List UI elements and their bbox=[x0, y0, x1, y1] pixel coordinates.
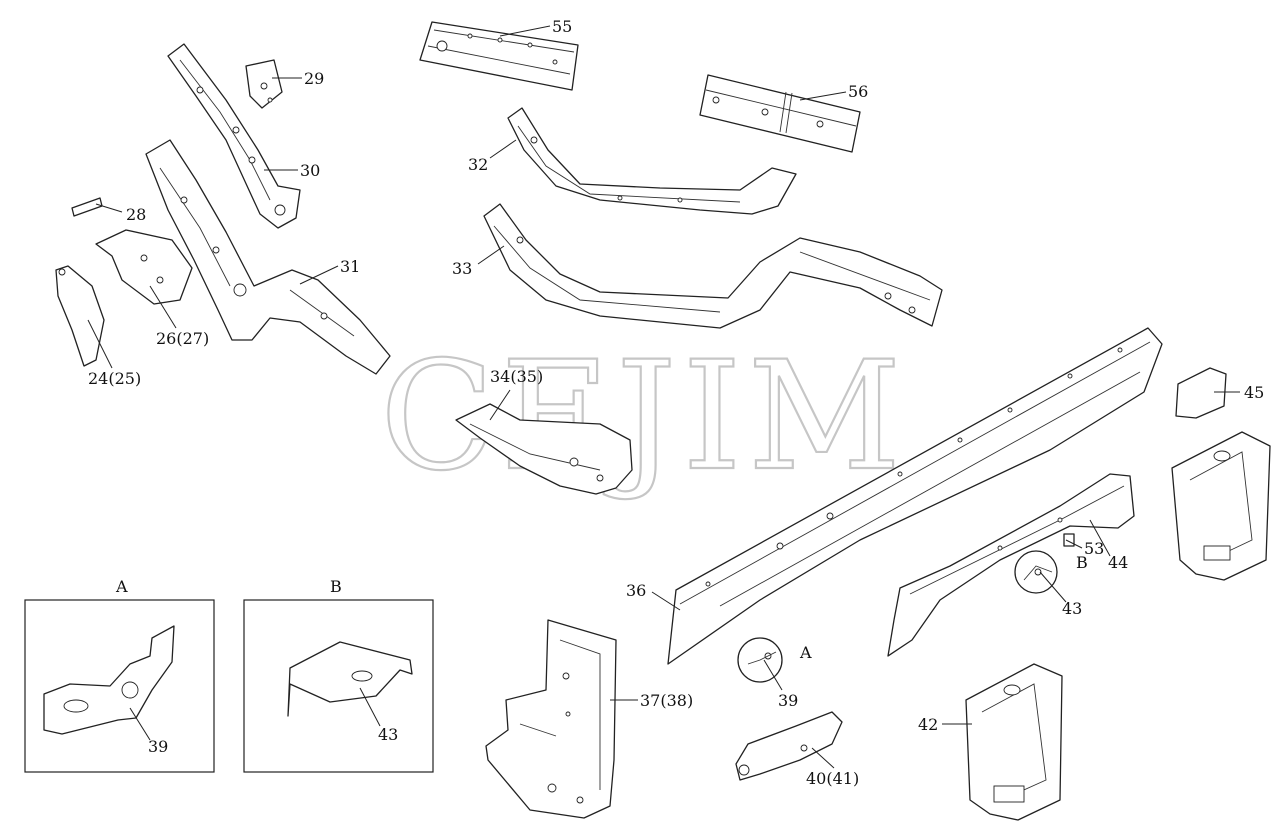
part-24-25 bbox=[55, 265, 105, 367]
part-26-27 bbox=[95, 229, 193, 305]
part-30 bbox=[167, 43, 301, 229]
detail-box-b bbox=[243, 599, 434, 773]
part-55 bbox=[419, 21, 579, 91]
callout-36: 36 bbox=[626, 581, 646, 600]
part-36 bbox=[667, 327, 1163, 665]
part-34-35 bbox=[455, 403, 633, 495]
callout-39: 39 bbox=[778, 691, 798, 710]
part-33 bbox=[483, 203, 943, 329]
detail-box-a bbox=[24, 599, 215, 773]
detail-b-title: B bbox=[330, 577, 342, 596]
part-45 bbox=[1175, 367, 1227, 419]
callout-56: 56 bbox=[848, 82, 868, 101]
callout-a-marker: A bbox=[799, 643, 812, 662]
leader-lines bbox=[87, 25, 1240, 769]
callout-33: 33 bbox=[452, 259, 472, 278]
part-40-41 bbox=[735, 711, 843, 781]
callout-28: 28 bbox=[126, 205, 146, 224]
callout-42: 42 bbox=[918, 715, 938, 734]
detail-view-a bbox=[24, 599, 215, 773]
callout-31: 31 bbox=[340, 257, 360, 276]
callout-26-27: 26(27) bbox=[156, 329, 209, 348]
callout-37-38: 37(38) bbox=[640, 691, 693, 710]
detail-a-title: A bbox=[115, 577, 128, 596]
detail-view-b bbox=[243, 599, 434, 773]
callout-53: 53 bbox=[1084, 539, 1104, 558]
callout-55: 55 bbox=[552, 17, 572, 36]
watermark-text: CEJIM bbox=[380, 330, 907, 504]
part-42 bbox=[965, 663, 1063, 821]
callout-43: 43 bbox=[1062, 599, 1082, 618]
callout-34-35: 34(35) bbox=[490, 367, 543, 386]
detail-b-part: 43 bbox=[378, 725, 398, 744]
detail-a-part: 39 bbox=[148, 737, 168, 756]
part-31 bbox=[145, 139, 391, 375]
part-28 bbox=[71, 197, 103, 217]
callout-32: 32 bbox=[468, 155, 488, 174]
callout-labels: 55 56 29 30 28 32 33 31 26(27) 24(25) 34… bbox=[88, 17, 1264, 788]
callout-45: 45 bbox=[1244, 383, 1264, 402]
callout-24-25: 24(25) bbox=[88, 369, 141, 388]
part-32 bbox=[507, 107, 797, 215]
part-53 bbox=[1063, 533, 1075, 547]
callout-b-marker: B bbox=[1076, 553, 1088, 572]
part-56 bbox=[699, 74, 861, 153]
part-42-upper bbox=[1171, 431, 1271, 581]
part-39 bbox=[737, 637, 783, 683]
part-43 bbox=[1014, 550, 1058, 594]
part-37-38 bbox=[485, 619, 617, 819]
callout-44: 44 bbox=[1108, 553, 1128, 572]
callout-30: 30 bbox=[300, 161, 320, 180]
callout-40-41: 40(41) bbox=[806, 769, 859, 788]
callout-29: 29 bbox=[304, 69, 324, 88]
part-29 bbox=[245, 59, 283, 109]
